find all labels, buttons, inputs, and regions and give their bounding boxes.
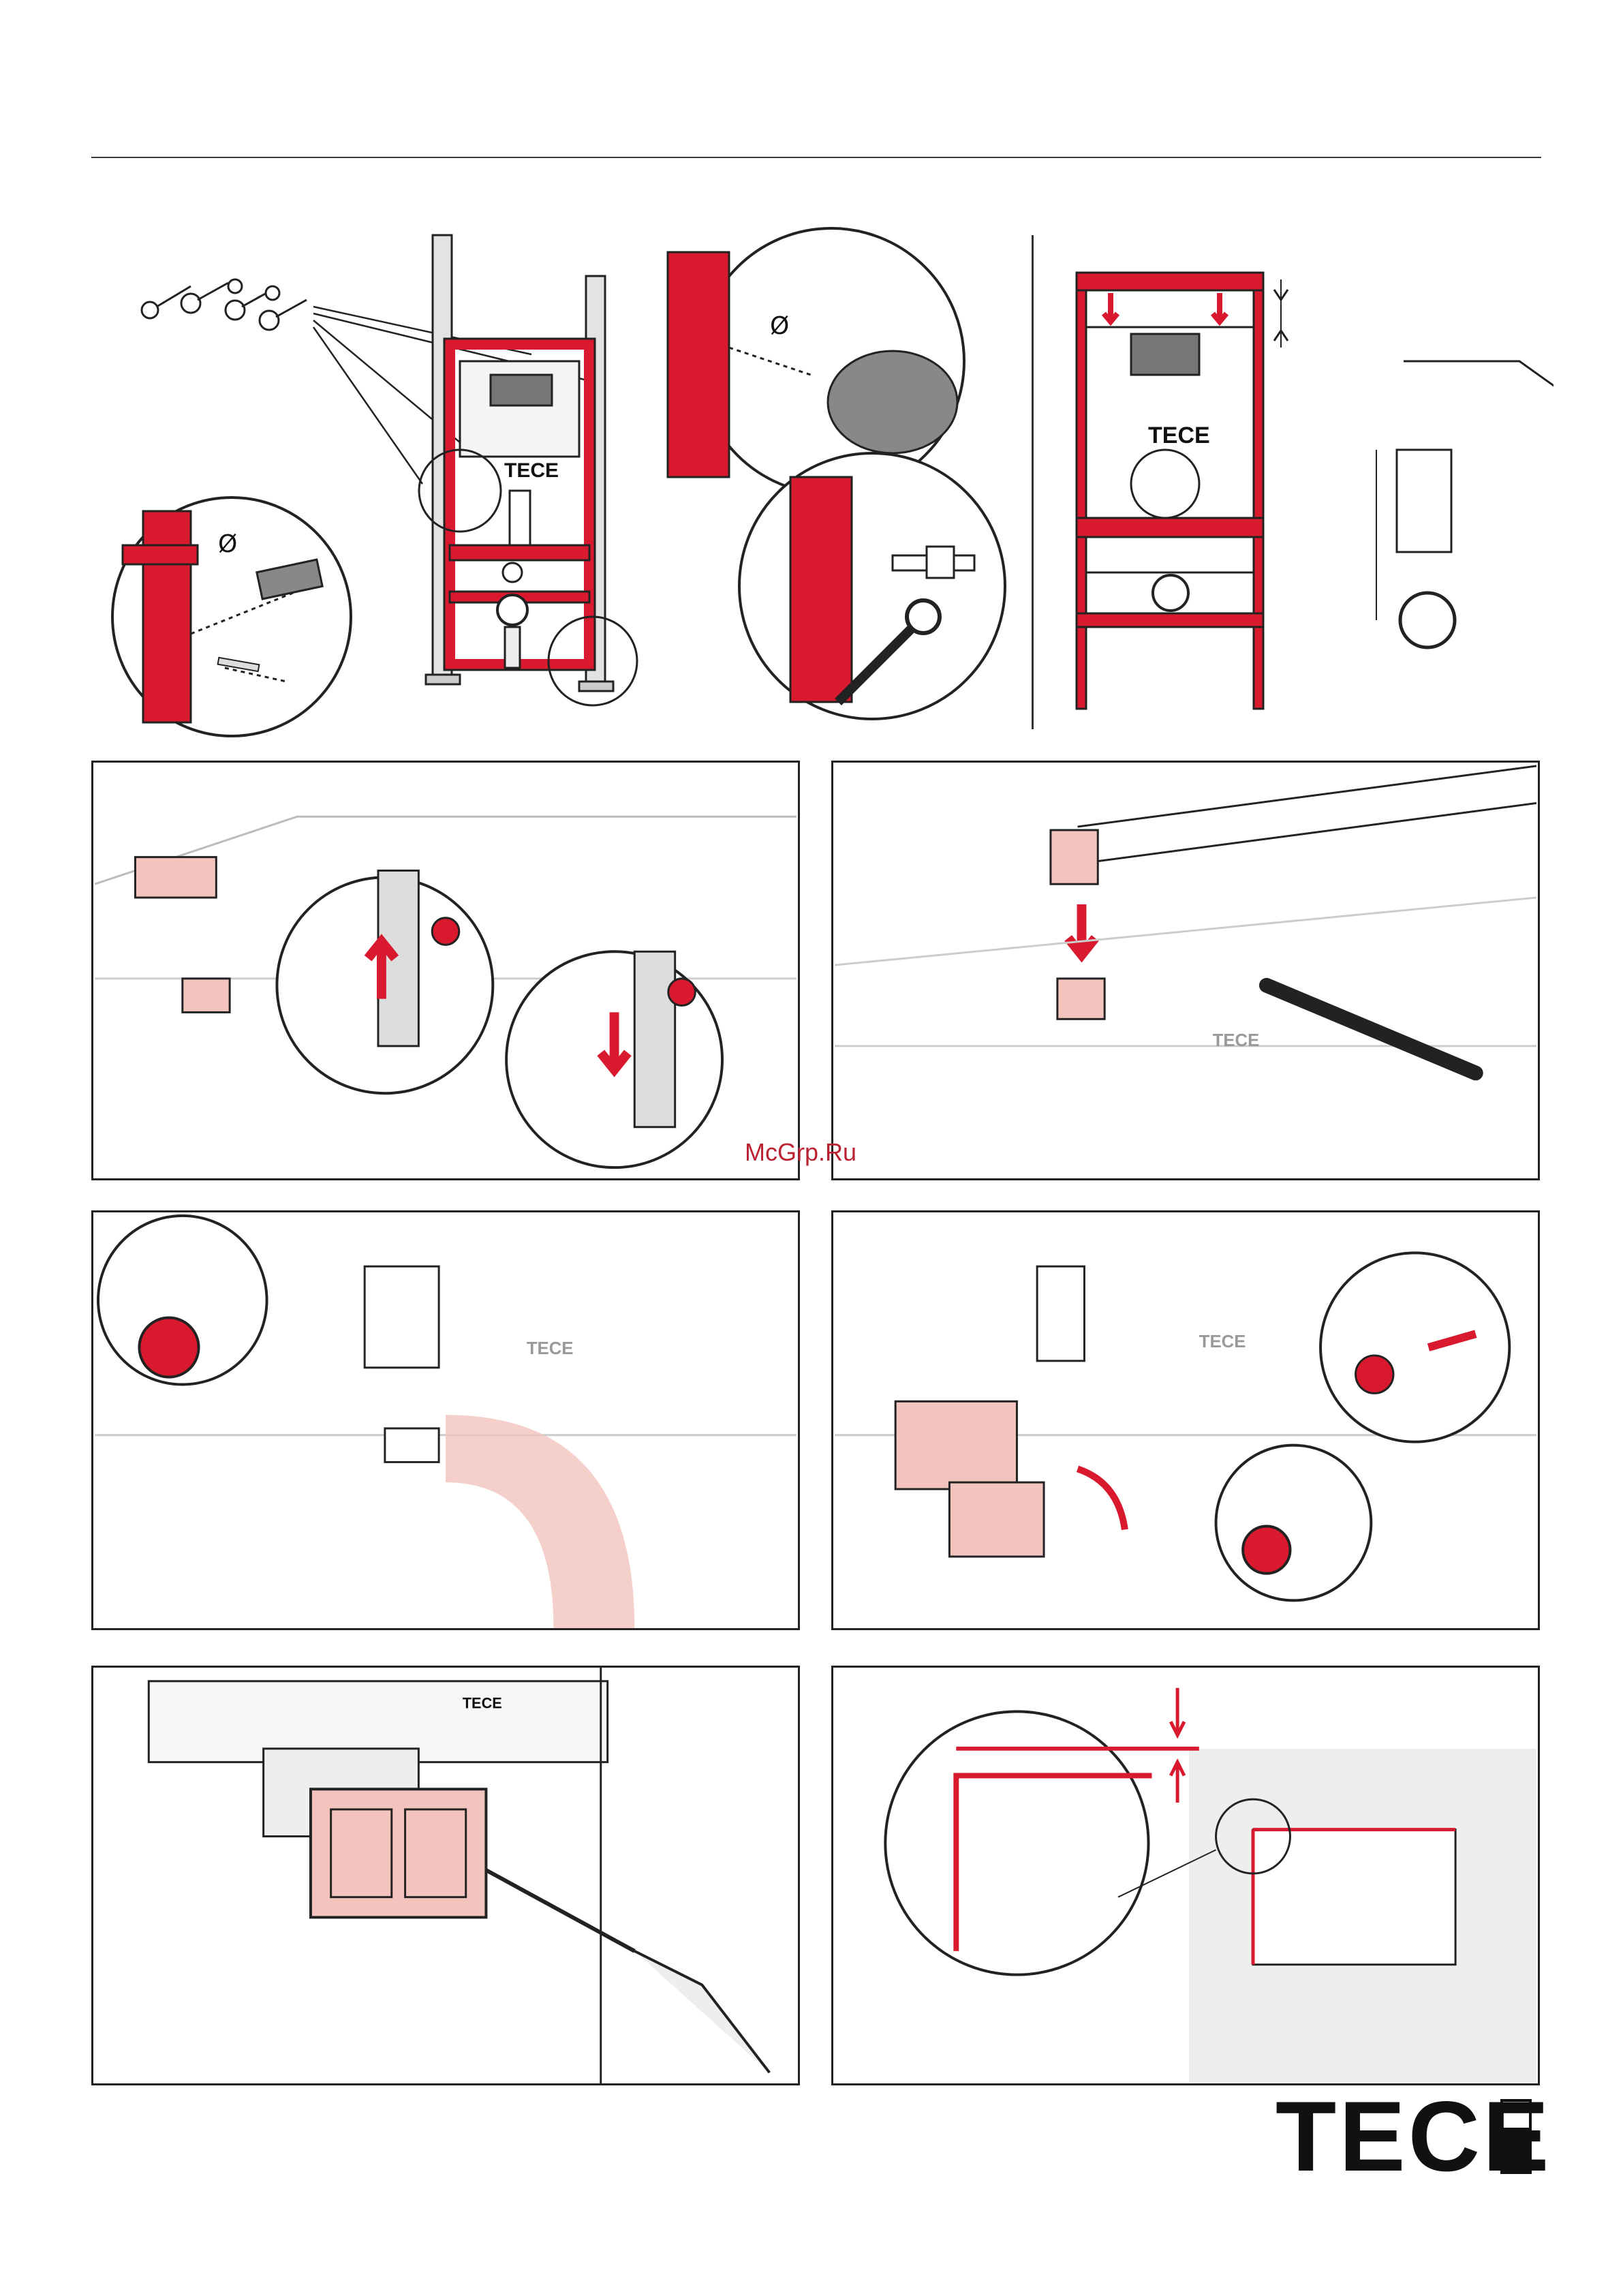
panel-step-4-fillvalve: TECE	[831, 1210, 1540, 1630]
panel-3-logo: TECE	[527, 1339, 574, 1358]
tece-logo: TECE	[1276, 2096, 1540, 2177]
diameter-symbol-left: Ø	[218, 530, 237, 558]
watermark-text: McGrp.Ru	[745, 1138, 856, 1167]
section-divider	[1032, 235, 1034, 729]
panel-step-5-mounting-box: TECE	[91, 1666, 800, 2085]
header-rule	[91, 157, 1541, 158]
panel-step-6-alignment	[831, 1666, 1540, 2085]
frame-height-logo: TECE	[1148, 423, 1210, 448]
illustration-frame-height: TECE	[1049, 259, 1554, 716]
panel-2-logo: TECE	[1213, 1031, 1260, 1050]
frame-logo-text: TECE	[504, 459, 559, 482]
illustration-frame-mounting: TECE Ø Ø	[89, 225, 1015, 743]
panel-4-logo: TECE	[1199, 1332, 1246, 1351]
panel-step-1-valve	[91, 761, 800, 1180]
logo-squares-icon	[1500, 2099, 1536, 2174]
panel-step-3-flush: TECE	[91, 1210, 800, 1630]
panel-5-logo: TECE	[463, 1694, 502, 1711]
diameter-symbol-right: Ø	[770, 312, 789, 340]
panel-step-2-hose: TECE	[831, 761, 1540, 1180]
